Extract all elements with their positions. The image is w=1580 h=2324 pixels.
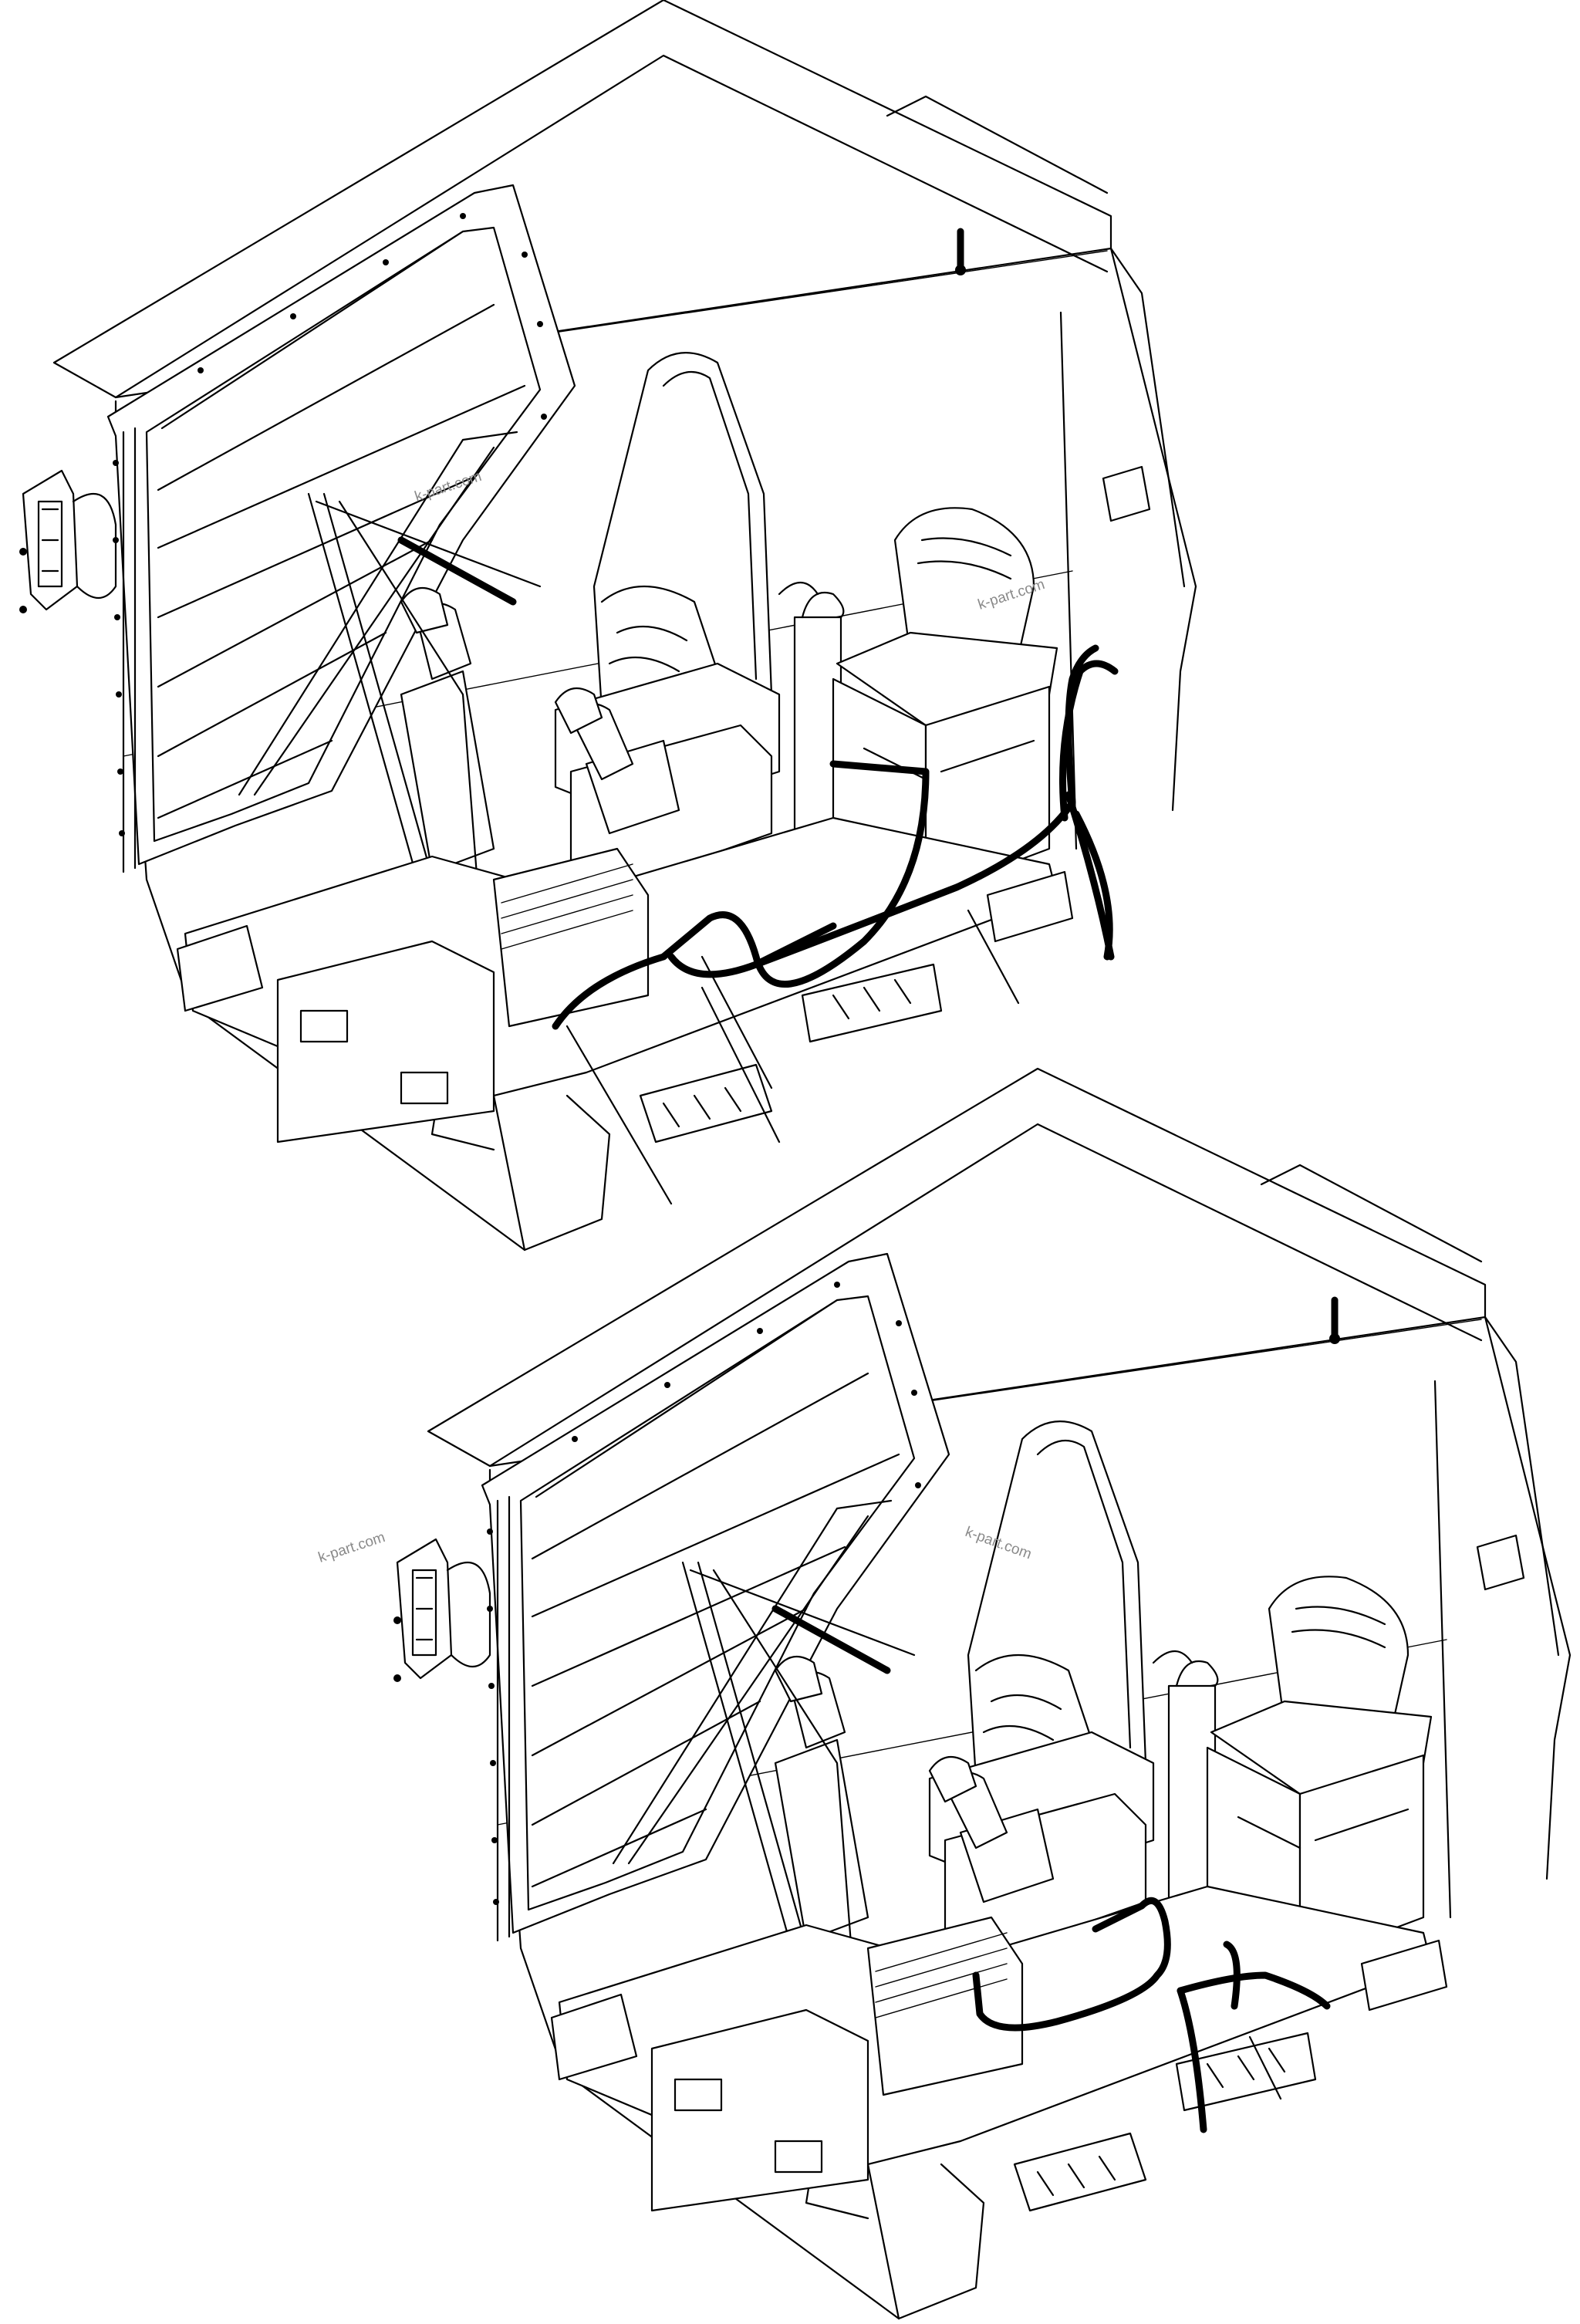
upper-leader-lines — [565, 909, 1020, 1205]
lower-harness — [972, 1897, 1331, 2133]
watermark-text: k-part.com — [316, 1529, 387, 1566]
lower-leader-lines — [1248, 2035, 1282, 2100]
lower-cab-view — [393, 1069, 1570, 2319]
upper-harness — [552, 644, 1119, 1030]
upper-cab-view — [19, 0, 1196, 1250]
